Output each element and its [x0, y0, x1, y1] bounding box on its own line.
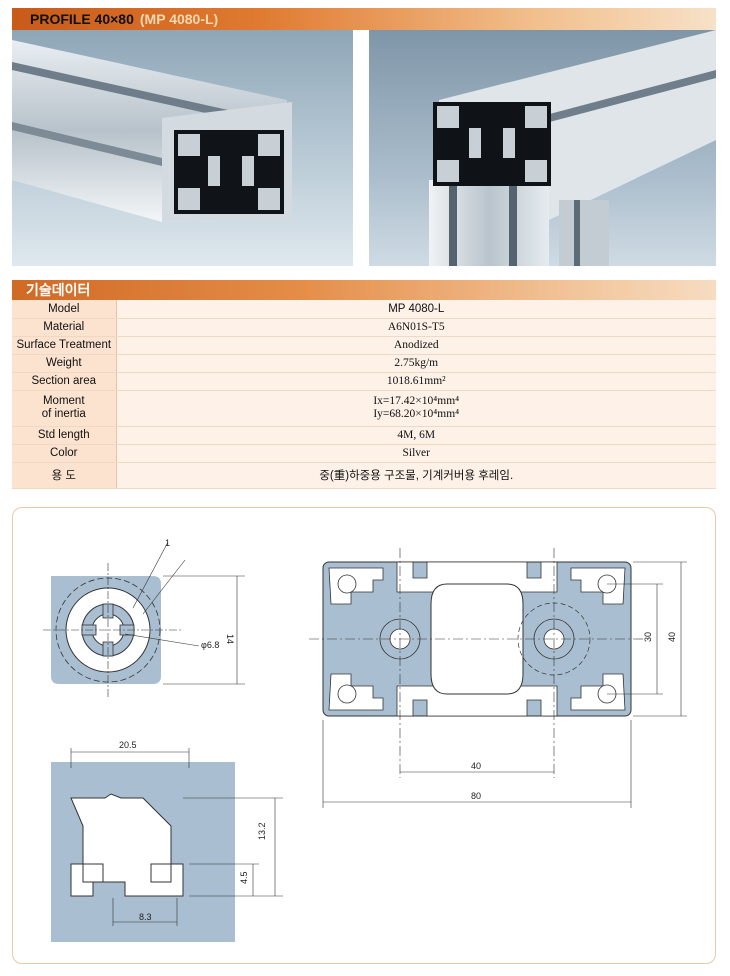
spec-label: 용 도 — [12, 462, 117, 489]
spec-label: Color — [12, 444, 117, 463]
spec-label-line: of inertia — [41, 408, 86, 420]
core-detail-drawing — [43, 541, 245, 698]
spec-row-material: Material A6N01S-T5 — [12, 318, 716, 337]
spec-value: A6N01S-T5 — [116, 318, 716, 337]
technical-drawing: 1 φ6.8 14 20.5 13.2 4.5 8.3 — [43, 538, 687, 942]
spec-row-usage: 용 도 중(重)하중용 구조물, 기계커버용 후레임. — [12, 462, 716, 489]
spec-row-weight: Weight 2.75kg/m — [12, 354, 716, 373]
page-title-model: (MP 4080-L) — [139, 11, 219, 27]
spec-row-moment: Moment of inertia Ix=17.42×10⁴mm⁴ Iy=68.… — [12, 390, 716, 427]
spec-label: Surface Treatment — [12, 336, 117, 355]
spec-value: 4M, 6M — [116, 426, 716, 445]
dim-pitch-x: 40 — [471, 761, 481, 771]
product-photos — [12, 30, 716, 266]
dim-core-height: 14 — [225, 634, 235, 644]
dim-inner-height: 30 — [643, 632, 653, 642]
spec-value: Silver — [116, 444, 716, 463]
product-photo-left — [12, 30, 353, 266]
dim-slot-width: 20.5 — [119, 740, 137, 750]
spec-label: Moment of inertia — [12, 390, 117, 427]
spec-value: 1018.61mm² — [116, 372, 716, 391]
spec-label: Model — [12, 300, 117, 319]
slot-detail-drawing — [51, 748, 283, 942]
spec-label: Section area — [12, 372, 117, 391]
spec-value-line: Iy=68.20×10⁴mm⁴ — [373, 408, 460, 420]
spec-row-std-length: Std length 4M, 6M — [12, 426, 716, 445]
spec-value-line: Ix=17.42×10⁴mm⁴ — [373, 395, 460, 407]
dim-bore-diameter: φ6.8 — [201, 640, 219, 650]
technical-drawing-panel: 1 φ6.8 14 20.5 13.2 4.5 8.3 — [12, 507, 716, 964]
spec-row-color: Color Silver — [12, 444, 716, 463]
page-title-bar: PROFILE 40×80 (MP 4080-L) — [12, 8, 716, 30]
dim-total-height: 40 — [667, 632, 677, 642]
spec-row-model: Model MP 4080-L — [12, 300, 716, 319]
dim-total-width: 80 — [471, 791, 481, 801]
dim-slot-top-width: 1 — [165, 538, 170, 548]
spec-table: Model MP 4080-L Material A6N01S-T5 Surfa… — [12, 300, 716, 489]
spec-label-line: Moment — [42, 395, 85, 407]
spec-row-surface: Surface Treatment Anodized — [12, 336, 716, 355]
spec-value: Ix=17.42×10⁴mm⁴ Iy=68.20×10⁴mm⁴ — [116, 390, 716, 427]
spec-value: Anodized — [116, 336, 716, 355]
spec-value: MP 4080-L — [116, 300, 716, 319]
product-photo-right — [369, 30, 716, 266]
spec-row-section-area: Section area 1018.61mm² — [12, 372, 716, 391]
dim-slot-opening: 8.3 — [139, 912, 152, 922]
spec-value: 2.75kg/m — [116, 354, 716, 373]
spec-label: Material — [12, 318, 117, 337]
spec-label: Std length — [12, 426, 117, 445]
dim-slot-depth: 13.2 — [257, 822, 267, 840]
dim-slot-lip: 4.5 — [239, 871, 249, 884]
spec-label: Weight — [12, 354, 117, 373]
profile-cross-section — [309, 548, 687, 808]
spec-section-title: 기술데이터 — [12, 280, 716, 300]
page-title: PROFILE 40×80 — [30, 11, 134, 27]
spec-value: 중(重)하중용 구조물, 기계커버용 후레임. — [116, 462, 716, 489]
